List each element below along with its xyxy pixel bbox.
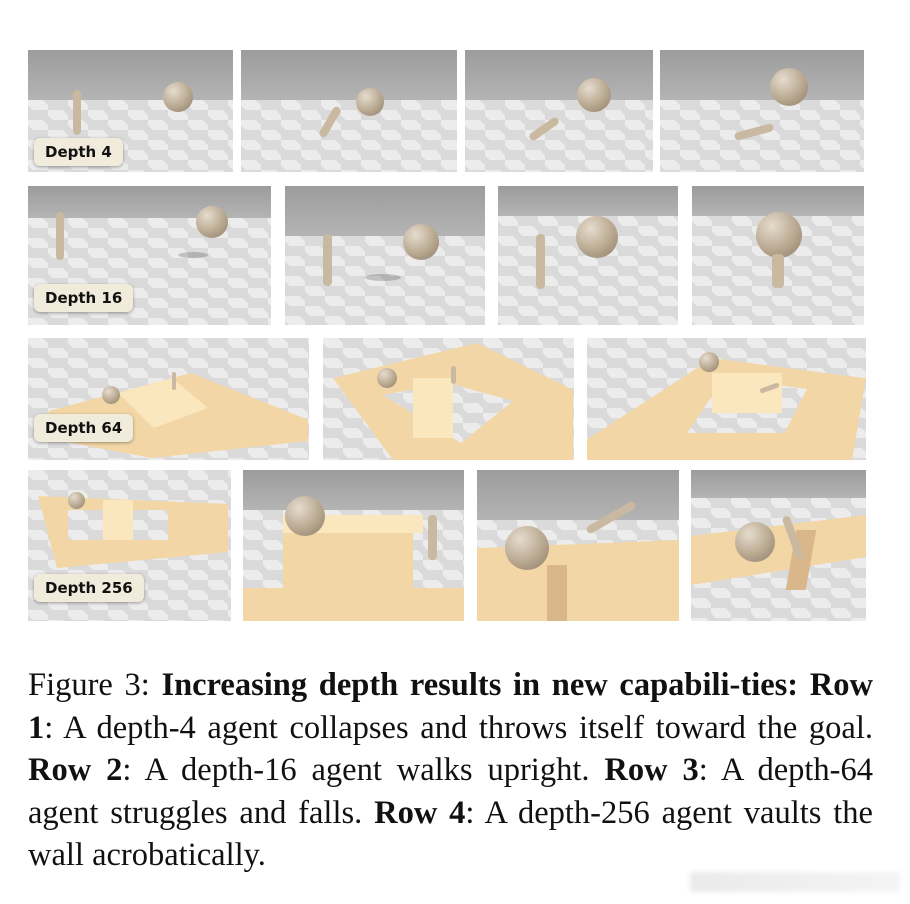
goal-ball [735, 522, 775, 562]
agent-figure [56, 212, 64, 260]
agent-figure [73, 90, 81, 135]
agent-figure [172, 372, 176, 390]
agent-figure [772, 254, 784, 288]
row1-panel-2 [241, 50, 457, 172]
row1-panel-4 [660, 50, 864, 172]
figure-caption: Figure 3: Increasing depth results in ne… [28, 664, 873, 877]
row3-panel-1: Depth 64 [28, 338, 309, 460]
goal-ball [196, 206, 228, 238]
row4-panel-4 [691, 470, 866, 621]
goal-ball [163, 82, 193, 112]
row3-label: Row 3 [604, 752, 699, 788]
row4-panel-3 [477, 470, 679, 621]
row3-panel-3 [587, 338, 866, 460]
row2-panel-2 [285, 186, 485, 325]
depth-label: Depth 64 [34, 414, 134, 442]
goal-ball [356, 88, 384, 116]
row1-label: Row 1 [28, 667, 873, 746]
agent-figure [428, 515, 437, 560]
goal-ball [699, 352, 719, 372]
row3-text: : A depth-64 agent struggles and falls. [28, 752, 873, 831]
goal-ball [68, 492, 85, 509]
goal-ball [403, 224, 439, 260]
depth-label: Depth 4 [34, 138, 123, 166]
row2-text: : A depth-16 agent walks upright. [122, 752, 605, 788]
row4-label: Row 4 [374, 794, 466, 831]
row4-panel-2 [243, 470, 464, 621]
row2-label: Row 2 [28, 752, 123, 788]
goal-ball [505, 526, 549, 570]
depth-label: Depth 256 [34, 574, 144, 602]
row4-panel-1: Depth 256 [28, 470, 231, 621]
goal-ball [577, 78, 611, 112]
row2-panel-3 [498, 186, 678, 325]
depth-label: Depth 16 [34, 284, 134, 312]
agent-figure [323, 234, 332, 286]
figure-number: Figure 3: [28, 667, 162, 703]
caption-title: Increasing depth results in new capabili… [161, 667, 799, 703]
goal-ball [576, 216, 618, 258]
watermark [690, 872, 900, 892]
row2-panel-1: Depth 16 [28, 186, 271, 325]
goal-ball [756, 212, 802, 258]
row1-text: : A depth-4 agent collapses and throws i… [44, 709, 873, 746]
goal-ball [285, 496, 325, 536]
agent-figure [536, 234, 545, 289]
row1-panel-1: Depth 4 [28, 50, 233, 172]
row3-panel-2 [323, 338, 574, 460]
row1-panel-3 [465, 50, 653, 172]
agent-figure [451, 366, 456, 384]
goal-ball [377, 368, 397, 388]
goal-ball [102, 386, 120, 404]
row2-panel-4 [692, 186, 864, 325]
row4-text: : A depth-256 agent vaults the wall acro… [28, 794, 873, 874]
goal-ball [770, 68, 808, 106]
